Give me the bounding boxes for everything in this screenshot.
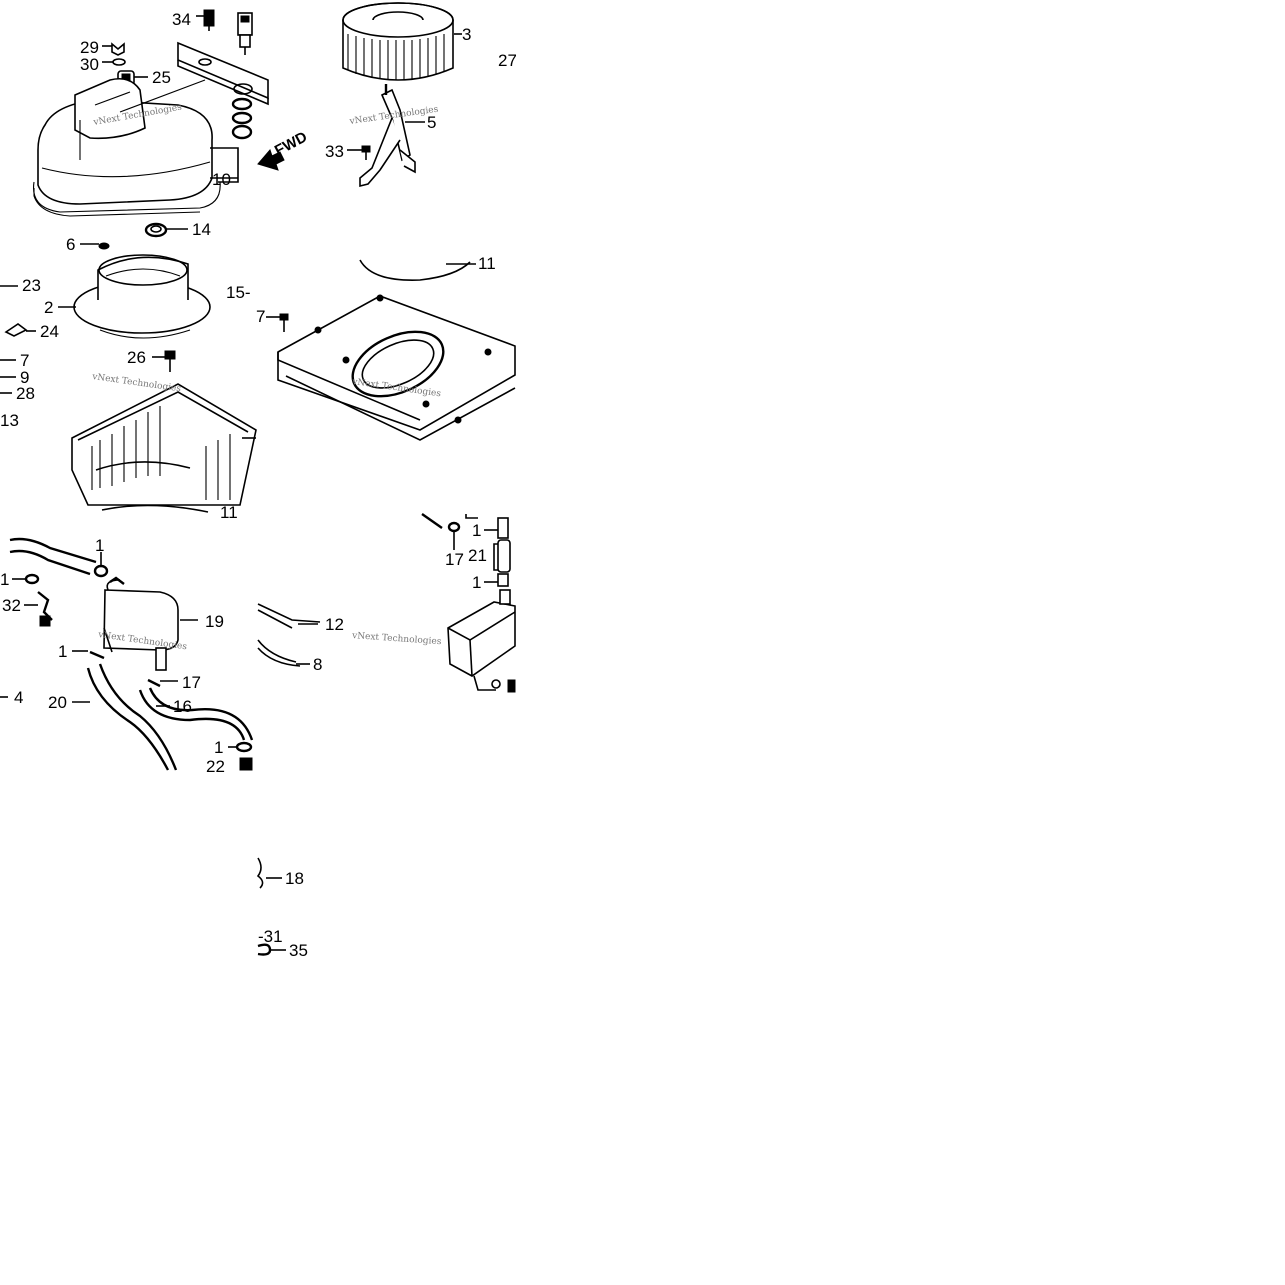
callout-10: 10 [212,170,231,189]
tile-air-cleaner-cover: FWD vNext Technologies [32,9,310,250]
joint-32 [37,591,53,627]
tile-breather-separator: vNext Technologies [0,537,254,771]
callout-11-top: 11 [478,254,496,273]
callout-1-top: 1 [95,536,104,555]
base-plate [277,294,516,441]
callout-3: 3 [462,25,471,44]
bolt-26 [164,350,176,372]
callout-24: 24 [40,322,59,341]
callout-1-left: 1 [0,570,9,589]
tile-bottom-strip [256,857,286,956]
callout-20: 20 [48,693,67,712]
stay-bracket-5 [359,84,416,188]
callout-5: 5 [427,113,436,132]
tile-drain-tube: vNext Technologies [257,513,516,693]
callout-21: 21 [468,546,487,565]
washer-stack [231,97,253,140]
element-holder-2 [73,254,211,339]
callout-17-right: 17 [445,550,464,569]
drain-case [447,589,516,693]
callout-2: 2 [44,298,53,317]
fitting-22 [239,757,253,771]
callout-1-bottom: 1 [214,738,223,757]
callout-30: 30 [80,55,99,74]
air-cleaner-case [71,383,257,513]
callout-1-mid: 1 [58,642,67,661]
callout-labels: 34 3 27 29 30 25 5 33 10 6 14 11 23 2 15… [0,10,517,960]
callout-26: 26 [127,348,146,367]
callout-7-right: 7 [256,307,265,326]
callout-17-left: 17 [182,673,201,692]
callout-27: 27 [498,51,517,70]
callout-31: -31 [258,927,283,946]
callout-23: 23 [22,276,41,295]
clip-24 [4,323,28,337]
callout-9: 9 [20,368,29,387]
callout-4: 4 [14,688,23,707]
callout-19: 19 [205,612,224,631]
callout-32: 32 [2,596,21,615]
breather-separator-19 [103,576,179,671]
callout-34: 34 [172,10,191,29]
callout-1-right-top: 1 [472,521,481,540]
callout-12: 12 [325,615,344,634]
callout-11-bottom: 11 [220,503,238,522]
callout-35: 35 [289,941,308,960]
tile-air-cleaner-case: vNext Technologies [0,254,257,513]
callout-1-right-mid: 1 [472,573,481,592]
nut-6 [98,242,110,250]
tile-base-plate: vNext Technologies [266,259,516,441]
stud-bolt-34 [203,9,215,31]
callout-8: 8 [313,655,322,674]
callout-33: 33 [325,142,344,161]
callout-6: 6 [66,235,75,254]
grommet-14 [144,222,168,238]
callout-29: 29 [80,38,99,57]
callout-7-left: 7 [20,351,29,370]
callout-25: 25 [152,68,171,87]
callout-22: 22 [206,757,225,776]
callout-18: 18 [285,869,304,888]
tile-air-filter: vNext Technologies [342,2,462,188]
callout-15: 15- [226,283,251,302]
tube-21 [497,539,511,573]
air-filter-element-3 [342,2,454,81]
bracket-plate [177,41,269,106]
callout-13: 13 [0,411,19,430]
air-cleaner-cover [32,77,221,217]
callout-14: 14 [192,220,211,239]
wing-nut-29 [111,42,125,56]
callout-16: 16 [173,697,192,716]
sensor-fitting [237,12,253,55]
bolt-33 [361,145,371,160]
callout-28: 28 [16,384,35,403]
